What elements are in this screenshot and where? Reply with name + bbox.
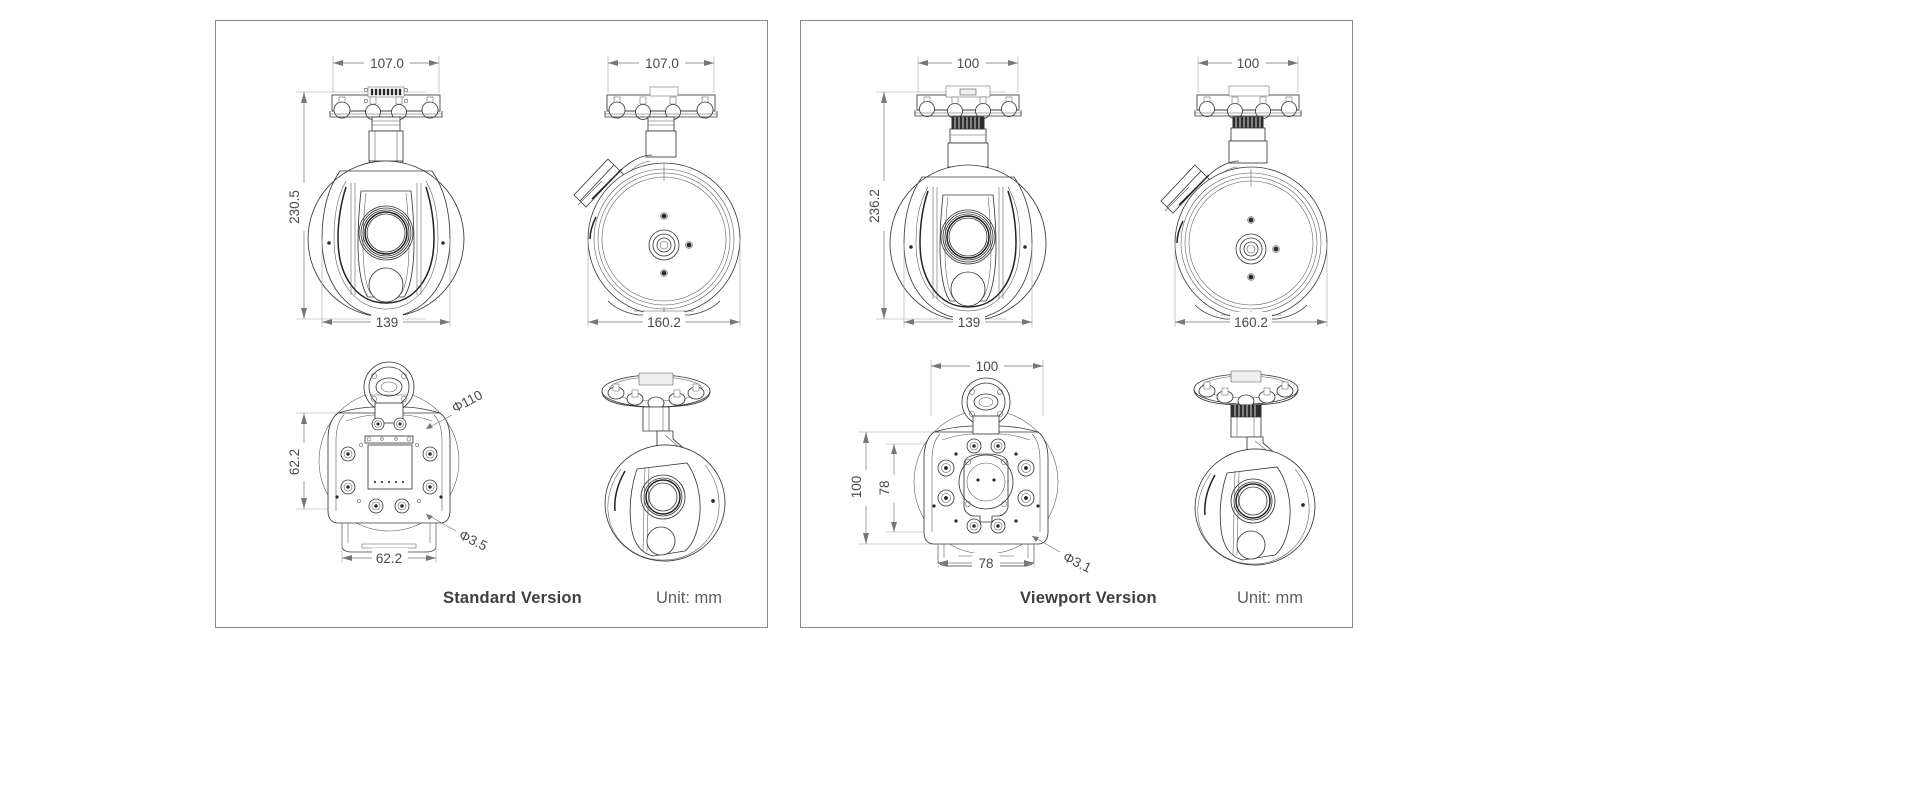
- dim-139-bottom: 139: [321, 239, 451, 330]
- viewport-iso-view: [1151, 351, 1371, 571]
- dim-160-2-bottom: 160.2: [587, 239, 741, 330]
- panel-standard-version: 107.0 230.5: [215, 20, 768, 628]
- standard-footer: Standard Version Unit: mm: [216, 585, 767, 613]
- dim-label-100-top: 100: [957, 56, 980, 71]
- standard-iso-view: [561, 351, 781, 571]
- dim-label-139: 139: [376, 315, 399, 330]
- yaw-neck: [368, 116, 404, 172]
- dim-label-160-2-vp: 160.2: [1234, 315, 1268, 330]
- dim-label-phi3-1: Φ3.1: [1061, 549, 1094, 575]
- iso-body: [1194, 448, 1316, 566]
- dim-107-top: 107.0: [607, 53, 715, 93]
- roll-motor: [363, 361, 415, 424]
- dim-62-2-bottom: 62.2: [341, 523, 437, 566]
- dim-100-top: 100: [917, 53, 1019, 93]
- dim-139-bottom: 139: [903, 243, 1033, 330]
- dim-label-62-2-v: 62.2: [287, 449, 302, 475]
- camera-body: [889, 164, 1047, 322]
- standard-rear-view: 107.0: [556, 31, 786, 331]
- dim-label-100-top-rear: 100: [1237, 56, 1260, 71]
- dim-100-left: 100: [849, 431, 946, 545]
- vibration-dampers: [333, 96, 439, 120]
- standard-version-label: Standard Version: [443, 589, 582, 607]
- dim-label-100-vertical: 100: [849, 476, 864, 499]
- dim-label-230-5: 230.5: [287, 190, 302, 224]
- standard-unit-label: Unit: mm: [656, 589, 722, 607]
- dim-100-top: 100: [1197, 53, 1299, 93]
- quick-release-plate: [914, 85, 1022, 119]
- dim-label-139-vp: 139: [958, 315, 981, 330]
- dim-107-top: 107.0: [332, 53, 440, 93]
- viewport-version-label: Viewport Version: [1020, 589, 1157, 607]
- body-plan: [913, 377, 1059, 567]
- panel-viewport-version: 100 236.2: [800, 20, 1353, 628]
- iso-quick-release: [1193, 370, 1299, 408]
- dim-230-5-left: 230.5: [287, 91, 426, 320]
- iso-quick-release: [601, 372, 711, 410]
- dim-label-phi110: Φ110: [449, 387, 485, 415]
- standard-front-view: 107.0 230.5: [276, 31, 526, 331]
- viewport-unit-label: Unit: mm: [1237, 589, 1303, 607]
- roll-motor: [961, 377, 1011, 435]
- dim-label-62-2-h: 62.2: [376, 551, 402, 566]
- dim-label-78-horizontal: 78: [978, 556, 993, 571]
- camera-body: [307, 160, 465, 318]
- dim-label-100-top-plan: 100: [976, 359, 999, 374]
- quick-release-plate: [1194, 85, 1302, 119]
- standard-top-view: 62.2: [276, 351, 526, 571]
- dim-label-236-2: 236.2: [867, 189, 882, 223]
- iso-dampers: [607, 383, 705, 410]
- dim-78-bottom: 78: [937, 544, 1035, 571]
- body-plan: [318, 361, 460, 553]
- iso-body: [604, 444, 726, 562]
- viewport-front-view: 100 236.2: [856, 31, 1106, 331]
- iso-dampers: [1198, 381, 1294, 408]
- viewport-footer: Viewport Version Unit: mm: [801, 585, 1352, 613]
- dim-label-107-top: 107.0: [370, 56, 404, 71]
- dim-label-phi3-5: Φ3.5: [457, 527, 490, 553]
- quick-release-plate: [604, 86, 718, 120]
- dim-160-2-bottom: 160.2: [1174, 243, 1328, 330]
- yaw-neck: [645, 116, 677, 158]
- rear-body: [1174, 166, 1328, 325]
- dim-100-top: 100: [930, 356, 1044, 416]
- ribbed-collar: [1228, 116, 1268, 164]
- viewport-top-view: 100 100: [846, 346, 1116, 576]
- ribbed-collar: [947, 116, 989, 178]
- viewport-rear-view: 100: [1141, 31, 1371, 331]
- dim-78-left: 78: [877, 443, 946, 533]
- rear-body: [587, 162, 741, 321]
- dim-label-160-2: 160.2: [647, 315, 681, 330]
- dim-label-78-vertical: 78: [877, 480, 892, 495]
- dim-label-107-top-rear: 107.0: [645, 56, 679, 71]
- mounting-bolts: [340, 446, 438, 514]
